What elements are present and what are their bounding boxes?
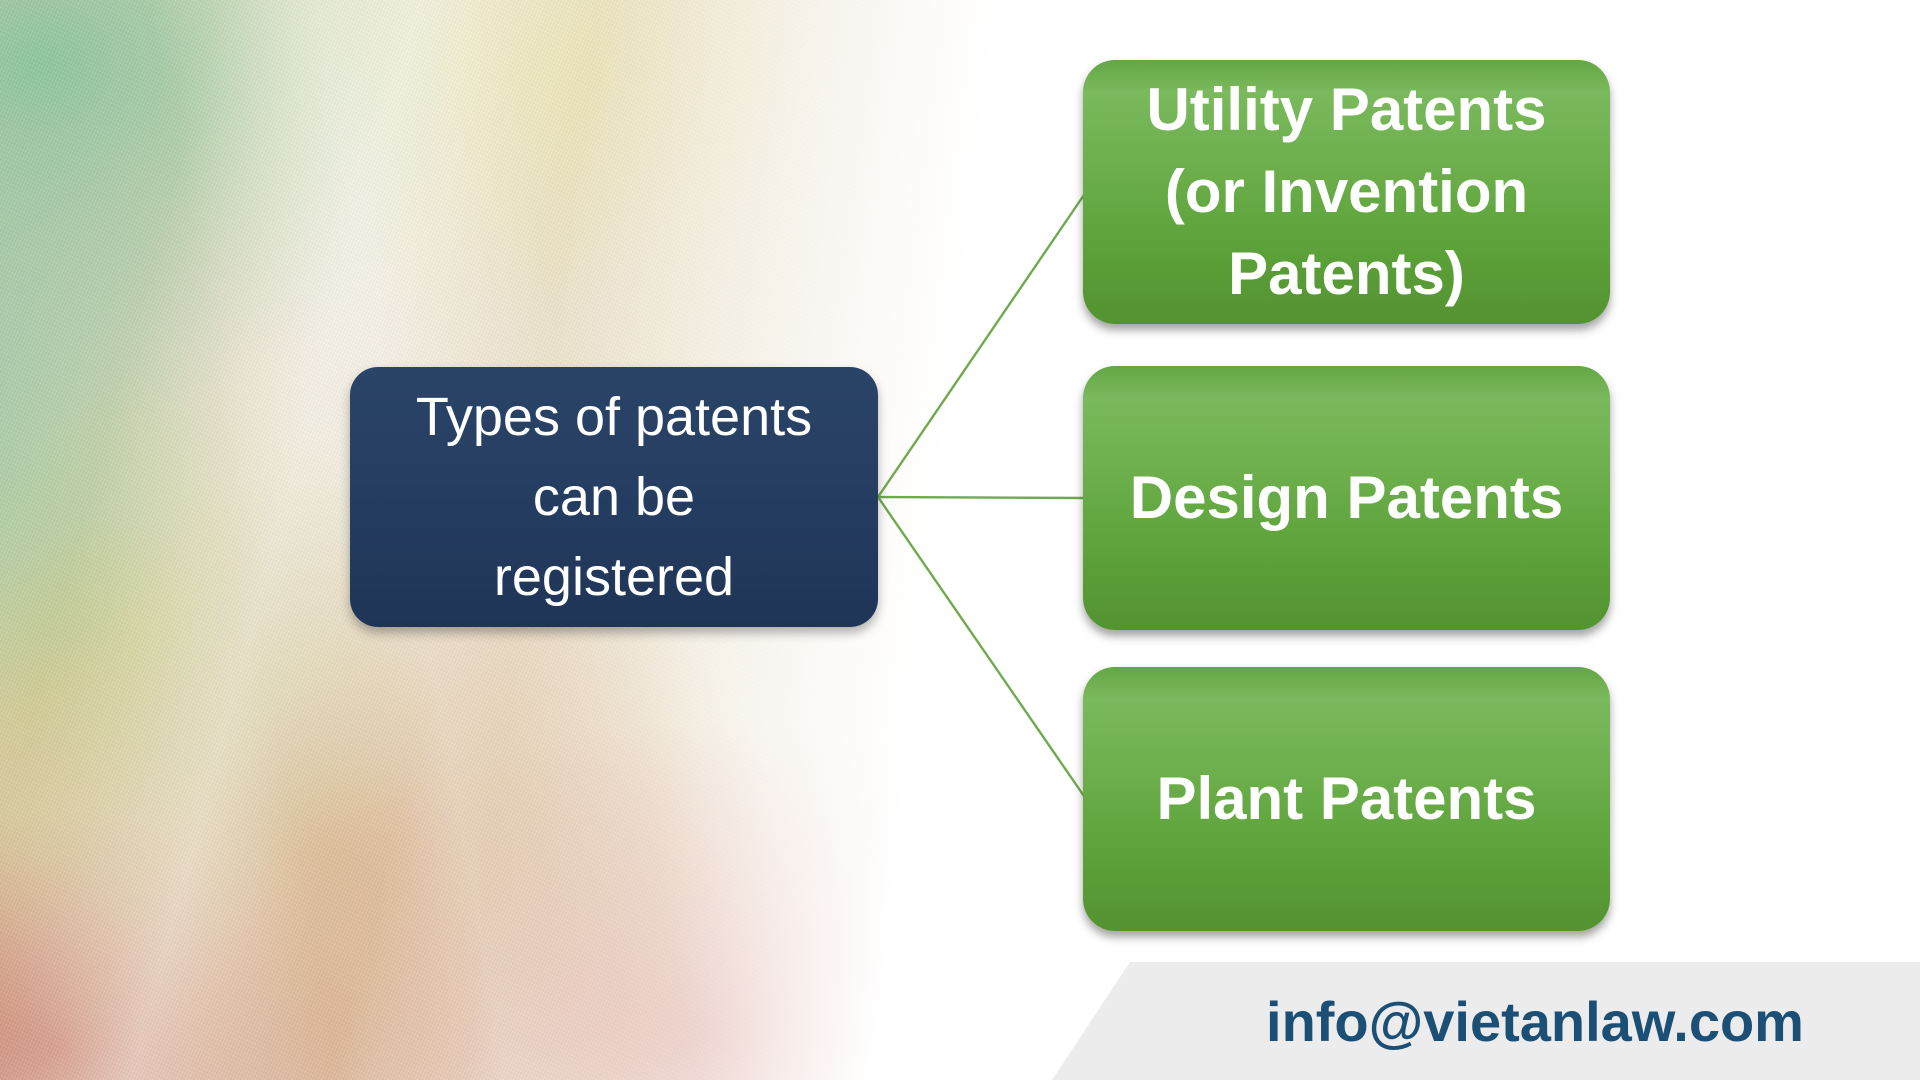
- branch-node-line: Design Patents: [1129, 464, 1564, 531]
- branch-node-plant-patents: Plant Patents: [1083, 667, 1610, 931]
- footer-email-text: info@vietanlaw.com: [1266, 989, 1804, 1053]
- footer-band: info@vietanlaw.com: [1052, 962, 1920, 1080]
- branch-node-design-patents: Design Patents: [1083, 366, 1610, 630]
- branch-node-line: Plant Patents: [1156, 765, 1537, 832]
- branch-node-line: (or Invention: [1164, 158, 1529, 225]
- branch-node-line: Utility Patents: [1146, 76, 1547, 143]
- root-node-line: Types of patents: [415, 387, 813, 447]
- root-node-line: registered: [493, 547, 735, 607]
- branch-node-utility-patents: Utility Patents (or Invention Patents): [1083, 60, 1610, 324]
- branch-node-line: Patents): [1228, 240, 1465, 307]
- root-node-line: can be: [532, 467, 696, 527]
- root-node-types-of-patents: Types of patents can be registered: [350, 367, 878, 627]
